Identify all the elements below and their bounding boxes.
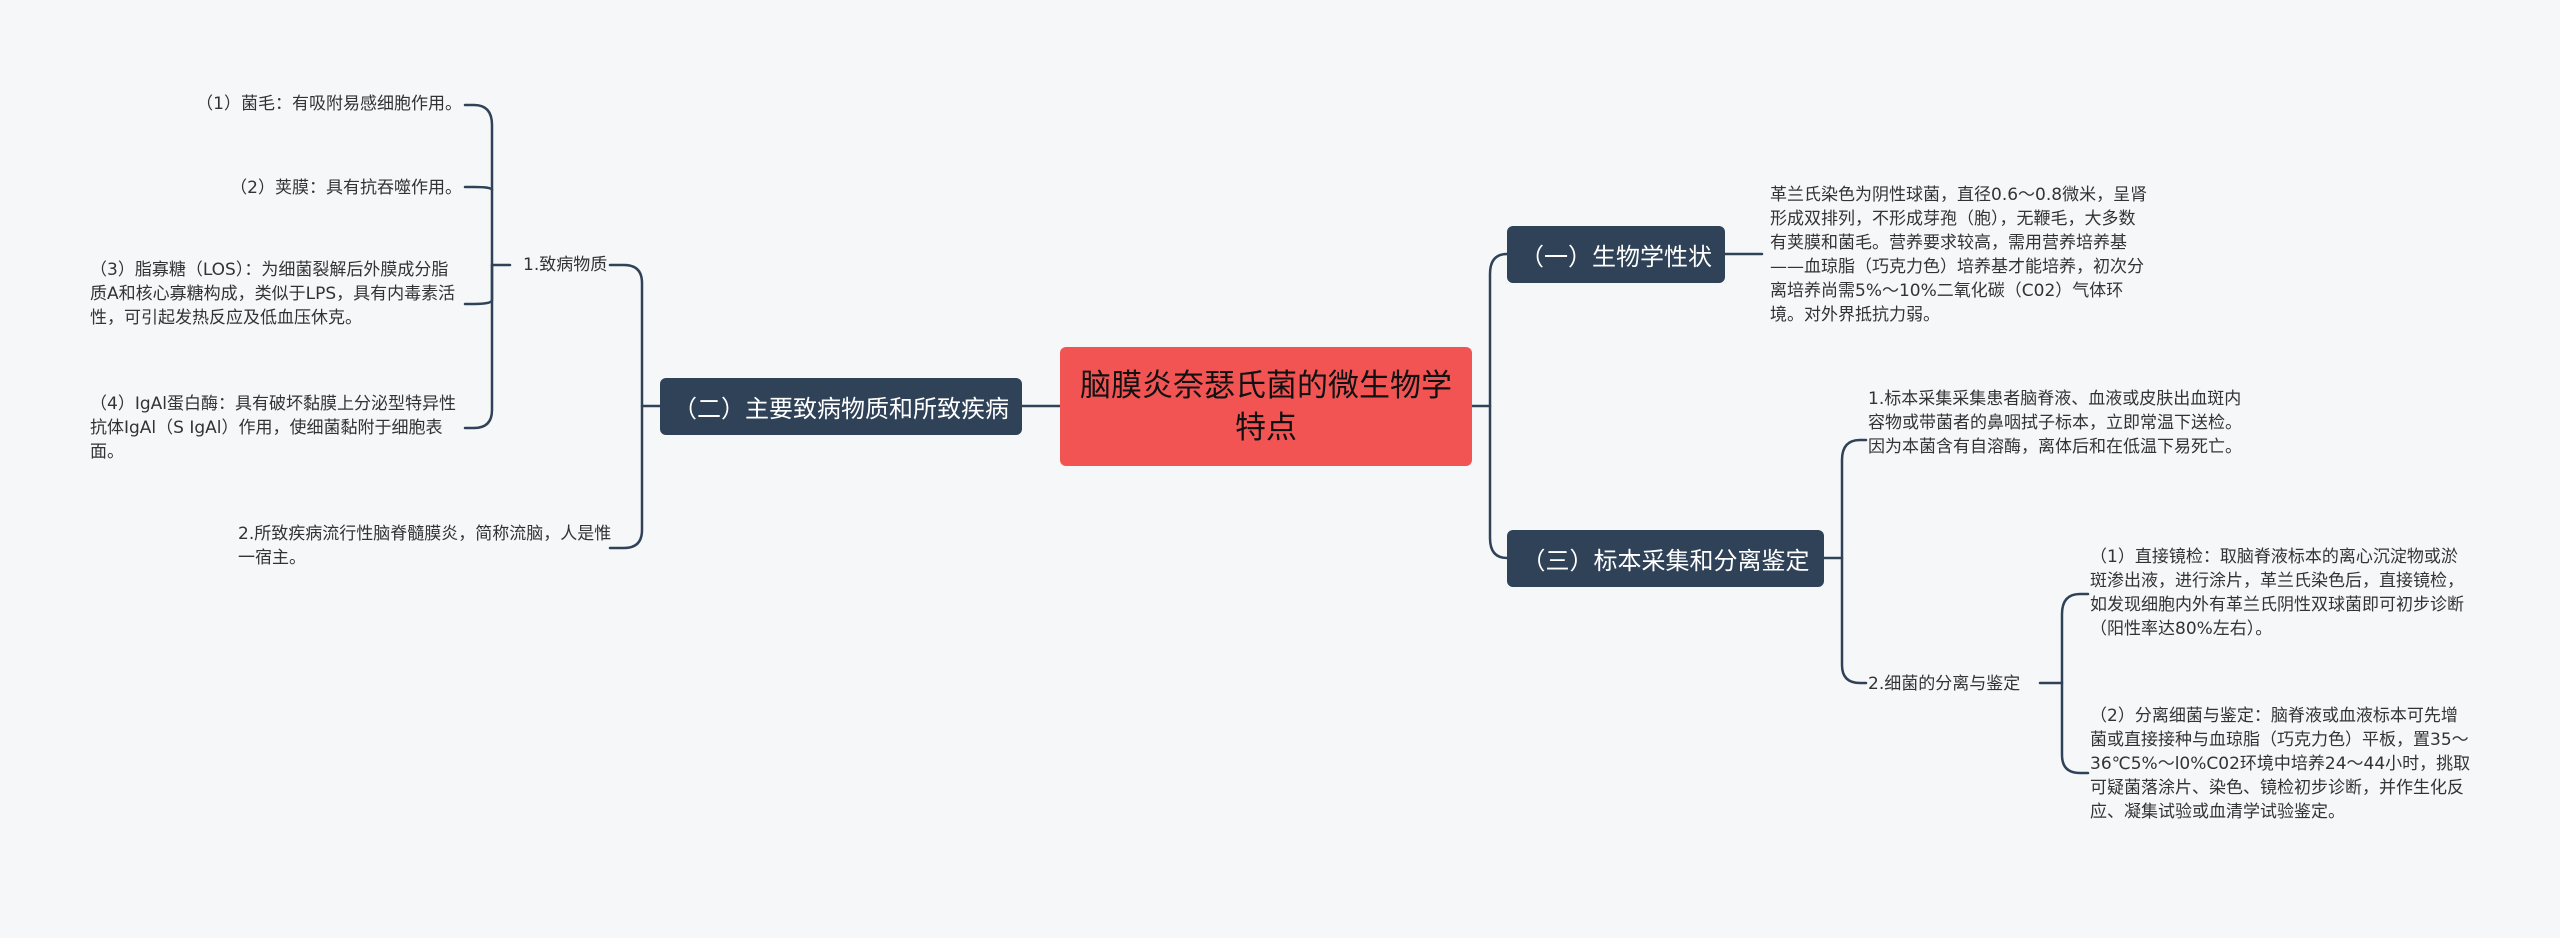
- branch-pathogenic-substances[interactable]: （二）主要致病物质和所致疾病: [660, 378, 1022, 435]
- isolation-identification-node[interactable]: 2.细菌的分离与鉴定: [1868, 674, 2021, 694]
- branch-biological-traits[interactable]: （一）生物学性状: [1507, 226, 1725, 283]
- central-topic[interactable]: 脑膜炎奈瑟氏菌的微生物学特点: [1060, 347, 1472, 466]
- item-los[interactable]: （3）脂寡糖（LOS）：为细菌裂解后外膜成分脂质A和核心寡糖构成，类似于LPS，…: [90, 260, 456, 328]
- item-direct-microscopy[interactable]: （1）直接镜检：取脑脊液标本的离心沉淀物或淤斑渗出液，进行涂片，革兰氏染色后，直…: [2090, 547, 2464, 639]
- disease-node[interactable]: 2.所致疾病流行性脑脊髓膜炎，简称流脑，人是惟一宿主。: [238, 524, 612, 568]
- item-pili[interactable]: （1）菌毛：有吸附易感细胞作用。: [196, 94, 462, 114]
- specimen-collection-node[interactable]: 1.标本采集采集患者脑脊液、血液或皮肤出血斑内容物或带菌者的鼻咽拭子标本，立即常…: [1868, 389, 2242, 457]
- item-culture-identification[interactable]: （2）分离细菌与鉴定：脑脊液或血液标本可先增菌或直接接种与血琼脂（巧克力色）平板…: [2090, 706, 2471, 822]
- item-igal-protease[interactable]: （4）IgAl蛋白酶：具有破坏黏膜上分泌型特异性抗体IgAl（S IgAl）作用…: [90, 394, 456, 462]
- pathogenic-substances-node[interactable]: 1.致病物质: [523, 255, 608, 275]
- biological-traits-desc[interactable]: 革兰氏染色为阴性球菌，直径0.6～0.8微米，呈肾形成双排列，不形成芽孢（胞），…: [1770, 185, 2148, 325]
- item-capsule[interactable]: （2）荚膜：具有抗吞噬作用。: [230, 178, 462, 198]
- branch-specimen-collection[interactable]: （三）标本采集和分离鉴定: [1507, 530, 1824, 587]
